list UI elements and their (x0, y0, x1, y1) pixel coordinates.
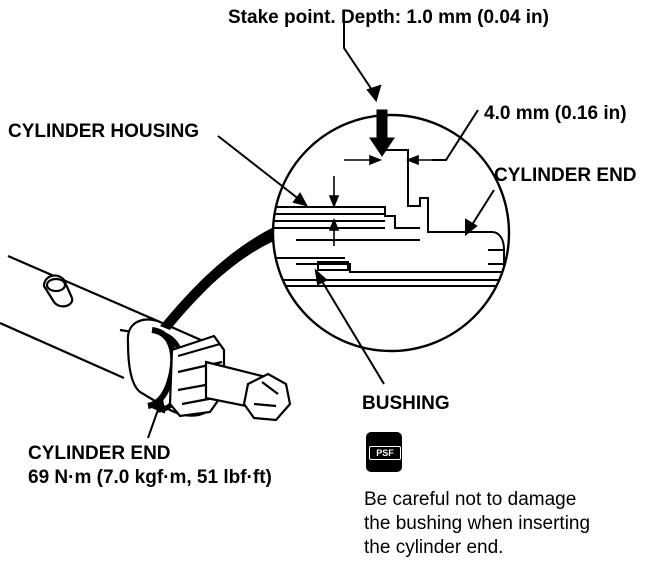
cylinder-rod (204, 360, 292, 422)
stake-arrow (369, 109, 395, 157)
cylinder-end-detail-label: CYLINDER END (494, 165, 637, 186)
fluid-can-icon: PSF (366, 432, 402, 472)
cylinder-housing-label: CYLINDER HOUSING (8, 121, 200, 142)
detail-circle (271, 113, 511, 353)
width-dimension-label: 4.0 mm (0.16 in) (484, 103, 627, 124)
bushing-label: BUSHING (362, 393, 450, 414)
stake-point-label: Stake point. Depth: 1.0 mm (0.04 in) (228, 7, 549, 28)
caution-note-line-1: Be careful not to damage (364, 489, 577, 510)
caution-note-line-2: the bushing when inserting (364, 513, 591, 534)
psf-icon-label: PSF (369, 446, 401, 460)
caution-note-line-3: the cylinder end. (364, 537, 504, 558)
detail-cross-section (273, 149, 505, 287)
dimension-marks (328, 154, 432, 246)
cylinder-end-main-label: CYLINDER END (28, 443, 171, 464)
leader-lines (147, 22, 495, 439)
torque-spec-label: 69 N·m (7.0 kgf·m, 51 lbf·ft) (28, 467, 272, 488)
zoom-leader (160, 228, 276, 330)
